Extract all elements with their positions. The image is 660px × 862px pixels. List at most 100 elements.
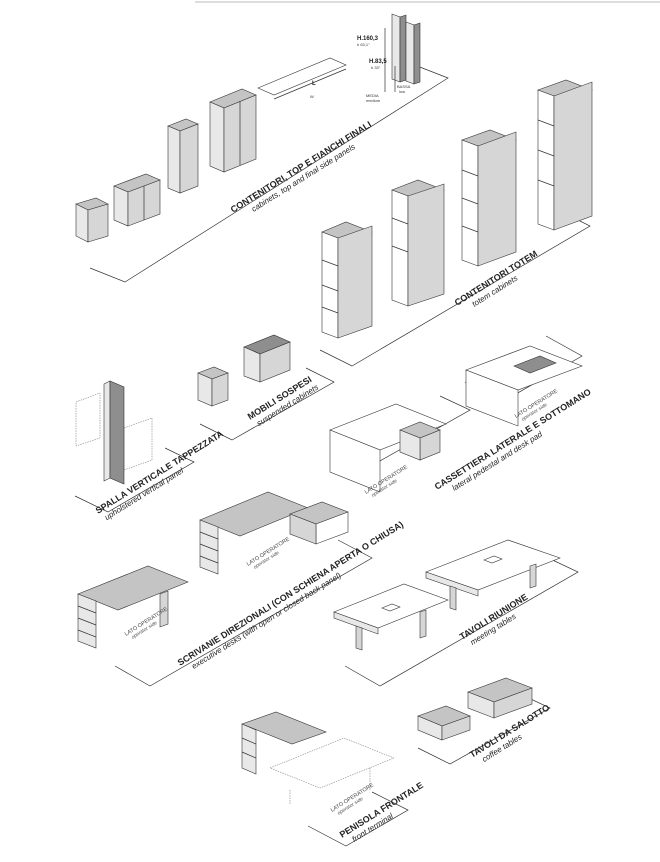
cabinet-double-left bbox=[113, 185, 129, 227]
meeting-table-1-leg bbox=[419, 609, 427, 639]
panel-line bbox=[241, 751, 257, 759]
floor-outline bbox=[344, 555, 579, 687]
floor-outline bbox=[89, 63, 449, 283]
totem-4-shelf bbox=[537, 149, 555, 157]
group-riunione: TAVOLI RIUNIONE meeting tables bbox=[333, 539, 579, 687]
totem-3-side bbox=[477, 131, 517, 267]
totem-2-shelf bbox=[391, 245, 409, 253]
panel-line bbox=[77, 605, 97, 614]
totem-3-shelf bbox=[461, 225, 479, 233]
side-panel-medium bbox=[405, 21, 415, 85]
caption-sospesi: MOBILI SOSPESI suspended cabinets bbox=[246, 374, 320, 428]
side-panel-medium-edge bbox=[413, 22, 421, 85]
totem-1-side bbox=[337, 225, 373, 339]
floor-outline bbox=[307, 791, 409, 847]
ghost-cabinet bbox=[75, 392, 101, 447]
exec-desk-1-panel bbox=[77, 593, 97, 649]
desk-2-front bbox=[465, 369, 519, 427]
exec-desk-1-top bbox=[77, 565, 189, 611]
side-panel-high bbox=[391, 13, 401, 83]
panel-line bbox=[199, 555, 219, 564]
top-panel bbox=[257, 57, 347, 96]
low-label: BASSA bbox=[397, 84, 411, 89]
floor-outline bbox=[417, 693, 551, 765]
caption-contenitori-sub: cabinets, top and final side panels bbox=[250, 142, 357, 214]
meeting-table-2-cutout bbox=[483, 555, 503, 564]
cabinet-small-left bbox=[75, 203, 89, 243]
totem-4-side bbox=[553, 81, 593, 231]
coffee-table-1-front bbox=[441, 715, 471, 741]
meeting-table-1-edge bbox=[333, 611, 379, 635]
suspended-small-front bbox=[211, 372, 229, 407]
height-high-inch: h 63,1" bbox=[357, 42, 370, 47]
medium-en-label: medium bbox=[366, 98, 381, 103]
operator-label-main: LATO OPERATORE bbox=[246, 536, 291, 567]
exec-desk-2-return-side bbox=[289, 513, 317, 545]
totem-1-shelf bbox=[321, 306, 339, 314]
cabinet-tall-left bbox=[167, 125, 181, 194]
exec-desk-1-leg bbox=[159, 590, 169, 628]
top-panel-edge bbox=[273, 68, 347, 100]
totem-1-shelf bbox=[321, 284, 339, 292]
desk-pad bbox=[513, 355, 557, 374]
operator-label-desk-2: LATO OPERATORE operator side bbox=[246, 536, 291, 570]
height-low-inch: h 33" bbox=[371, 65, 381, 70]
front-terminal-panel bbox=[241, 723, 257, 775]
totem-1-shelves bbox=[321, 231, 339, 339]
caption-penisola-title: PENISOLA FRONTALE bbox=[338, 780, 425, 840]
panel-line bbox=[199, 531, 219, 540]
floor-outline bbox=[199, 367, 335, 441]
cabinet-tall-front bbox=[179, 123, 199, 194]
front-terminal-top bbox=[241, 711, 327, 745]
totem-4-shelf bbox=[537, 119, 555, 127]
totem-2-side bbox=[407, 183, 445, 307]
cabinet-small-front bbox=[87, 203, 109, 243]
pedestal-side bbox=[399, 429, 421, 461]
coffee-table-2-front bbox=[493, 687, 533, 719]
floor-outline bbox=[114, 539, 373, 687]
totem-2-shelves bbox=[391, 189, 409, 307]
group-penisola: LATO OPERATORE operator side PENISOLA FR… bbox=[241, 711, 425, 847]
caption-scrivanie-sub: executive desks (with open or closed bac… bbox=[190, 571, 343, 671]
ghost-desk-top bbox=[269, 737, 395, 789]
caption-cassettiera-sub: lateral pedestal and desk pad bbox=[450, 429, 544, 492]
height-low-label: H.83,5 bbox=[369, 59, 387, 65]
medium-label: MEDIA bbox=[366, 93, 379, 98]
height-high-label: H.160,3 bbox=[357, 36, 379, 42]
group-cassettiera: LATO OPERATORE operator side LATO OPERAT… bbox=[329, 335, 593, 499]
panel-line bbox=[77, 629, 97, 638]
totem-1-shelf bbox=[321, 259, 339, 267]
meeting-table-1-leg bbox=[355, 625, 363, 651]
low-en-label: low bbox=[399, 89, 405, 94]
suspended-double-front bbox=[259, 341, 291, 383]
panel-line bbox=[77, 617, 97, 626]
suspended-small-left bbox=[197, 372, 213, 407]
meeting-table-2-leg bbox=[449, 585, 457, 611]
panel-line bbox=[199, 543, 219, 552]
panel-line bbox=[241, 737, 257, 745]
exec-desk-2-panel bbox=[199, 519, 219, 575]
panel-edge bbox=[103, 380, 111, 482]
caption-riunione: TAVOLI RIUNIONE meeting tables bbox=[458, 592, 530, 647]
meeting-table-1-cutout bbox=[381, 603, 401, 612]
totem-3-shelf bbox=[461, 169, 479, 177]
totem-4-shelf bbox=[537, 179, 555, 187]
upholstered-panel bbox=[109, 380, 125, 485]
totem-4-shelves bbox=[537, 89, 555, 231]
group-sospesi: MOBILI SOSPESI suspended cabinets bbox=[197, 334, 335, 441]
ghost-cabinet-low bbox=[123, 417, 153, 471]
caption-penisola: PENISOLA FRONTALE front terminal bbox=[338, 780, 425, 844]
group-scrivanie: LATO OPERATORE operator side LATO OPERAT… bbox=[77, 491, 405, 687]
totem-3-shelf bbox=[461, 197, 479, 205]
cabinet-wardrobe-left bbox=[209, 101, 225, 173]
floor-outline bbox=[74, 447, 195, 513]
meeting-table-2-edge bbox=[425, 571, 479, 597]
length-label: L bbox=[312, 81, 316, 87]
side-panel-high-edge bbox=[399, 14, 407, 83]
group-salotto: TAVOLI DA SALOTTO coffee tables bbox=[417, 677, 551, 765]
totem-2-shelf bbox=[391, 217, 409, 225]
meeting-table-2-leg bbox=[529, 563, 537, 589]
desk-front bbox=[329, 429, 381, 493]
